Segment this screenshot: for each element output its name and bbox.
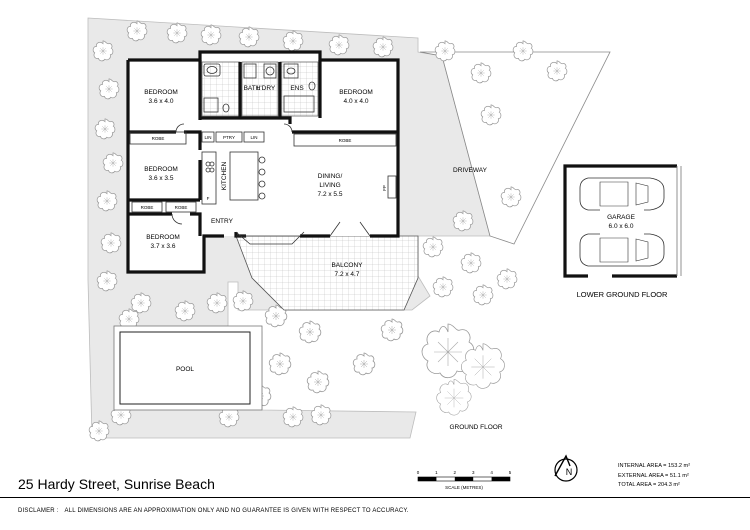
balcony-dims: 7.2 x 4.7 [335,271,360,278]
scale-label: SCALE (METRES) [445,485,483,490]
dining-dims: 7.2 x 5.5 [318,191,343,198]
walls [126,50,400,274]
pool-label: POOL [176,366,194,373]
disclaimer-label: DISCLAMER : [18,508,59,514]
scale-tick: 4 [490,470,493,475]
area-summary: INTERNAL AREA = 153.2 m² EXTERNAL AREA =… [618,462,690,491]
external-area: EXTERNAL AREA = 51.1 m² [618,472,689,479]
bedroom-1-label: BEDROOM [144,89,178,96]
balcony [235,235,419,311]
entry-label: ENTRY [211,218,234,225]
robe-4-label: ROBE [175,205,188,210]
scale-tick: 0 [417,470,420,475]
total-area: TOTAL AREA = 204.3 m² [618,482,680,489]
north-arrow-icon: N [554,454,578,482]
living-label: LIVING [319,182,340,189]
scale-tick: 1 [435,470,438,475]
lin2-label: LIN [250,135,257,140]
fridge-label: F [207,196,210,201]
garage [563,164,682,278]
linen-cupboard [201,131,215,143]
footer-divider [0,497,750,498]
scale-tick: 5 [509,470,512,475]
bedroom-4-label: BEDROOM [146,234,180,241]
linen-cupboard-2 [243,131,265,143]
robe-2 [293,133,397,147]
internal-area: INTERNAL AREA = 153.2 m² [618,463,691,469]
dining-label: DINING/ [318,173,343,180]
bedroom-4-dims: 3.7 x 3.6 [151,243,176,250]
ground-floor-label: GROUND FLOOR [449,424,502,431]
fixtures [171,63,397,245]
scale-tick: 3 [472,470,475,475]
robe-3 [131,201,163,213]
laundry-tiles [241,61,279,117]
robe-2-label: ROBE [339,138,352,143]
driveway-label: DRIVEWAY [453,167,488,174]
bedroom-2-dims: 4.0 x 4.0 [344,98,369,105]
car-icon [579,233,665,267]
garage-dims: 6.0 x 6.0 [609,223,634,230]
bath-label: BATH [244,85,261,92]
lin-label: LIN [204,135,211,140]
fireplace-label: FP [382,185,387,191]
property-address: 25 Hardy Street, Sunrise Beach [18,476,215,492]
garage-label: GARAGE [607,214,635,221]
pantry [215,131,243,143]
lower-ground-floor-label: LOWER GROUND FLOOR [577,290,668,299]
robe-1 [129,131,187,145]
scale-tick: 2 [454,470,457,475]
bedroom-3-label: BEDROOM [144,166,178,173]
pool [119,331,251,405]
disclaimer: DISCLAMER : ALL DIMENSIONS ARE AN APPROXI… [18,508,409,514]
car-icon [579,177,665,211]
ptry-label: PTRY [223,135,235,140]
ensuite-label: ENS [290,85,304,92]
disclaimer-text: ALL DIMENSIONS ARE AN APPROXIMATION ONLY… [64,508,409,514]
north-label: N [566,467,573,477]
robe-4 [165,201,197,213]
bath-tiles [201,61,241,117]
kitchen-label: KITCHEN [221,161,228,190]
bedroom-2-label: BEDROOM [339,89,373,96]
robe-3-label: ROBE [141,205,154,210]
scale-bar: 0 1 2 3 4 5 SCALE (METRES) [417,470,512,490]
bedroom-1-dims: 3.6 x 4.0 [149,98,174,105]
laundry-label: L'DRY [257,85,276,92]
robe-1-label: ROBE [152,136,165,141]
balcony-label: BALCONY [331,262,363,269]
house-floor [128,52,398,272]
bedroom-3-dims: 3.6 x 3.5 [149,175,174,182]
